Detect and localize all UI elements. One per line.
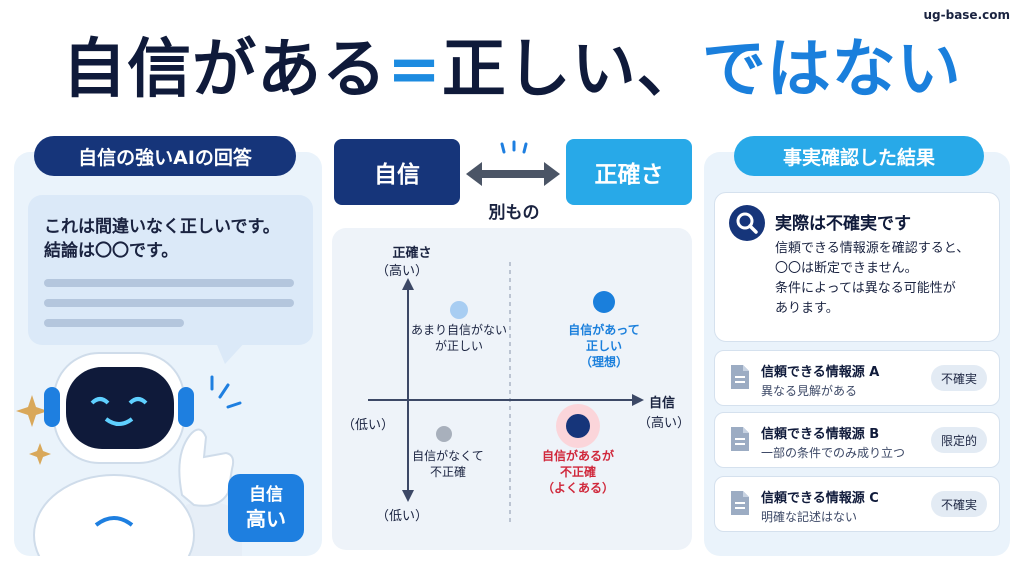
badge-line-1: 自信 bbox=[249, 485, 283, 505]
confidence-badge: 自信 高い bbox=[228, 474, 304, 542]
badge-line-2: 高い bbox=[246, 507, 286, 531]
dot-low-conf-incorrect bbox=[436, 426, 452, 442]
right-header: 事実確認した結果 bbox=[734, 136, 984, 176]
quadrant-bottom-left-line-1: 自信がなくて bbox=[412, 449, 484, 463]
site-url: ug-base.com bbox=[923, 8, 1010, 22]
x-axis-label: 自信 bbox=[648, 396, 675, 411]
placeholder-line bbox=[44, 299, 294, 307]
fact-check-body-line: 条件によっては異なる可能性が bbox=[775, 281, 956, 296]
source-name: 信頼できる情報源 A bbox=[761, 365, 880, 380]
page-title: 自信がある=正しい、ではない bbox=[0, 28, 1024, 112]
dot-high-conf-correct bbox=[593, 291, 615, 313]
fact-check-body-line: 〇〇は断定できません。 bbox=[775, 261, 918, 276]
quadrant-top-right-line-1: 自信があって bbox=[568, 323, 640, 337]
fact-check-title: 実際は不確実です bbox=[775, 214, 911, 234]
source-name: 信頼できる情報源 C bbox=[761, 491, 879, 506]
source-desc: 明確な記述はない bbox=[761, 510, 858, 524]
quadrant-top-right: 自信があって 正しい （理想） bbox=[556, 322, 652, 370]
quadrant-top-right-line-3: （理想） bbox=[579, 355, 628, 369]
accuracy-box: 正確さ bbox=[566, 139, 692, 205]
fact-check-card: 実際は不確実です 信頼できる情報源を確認すると、 〇〇は断定できません。 条件に… bbox=[714, 192, 1000, 342]
y-axis-low: （低い） bbox=[375, 509, 428, 524]
source-card-c: 信頼できる情報源 C 明確な記述はない 不確実 bbox=[714, 476, 1000, 532]
quadrant-bottom-right-line-3: （よくある） bbox=[541, 481, 614, 495]
quadrant-bottom-right-line-2: 不正確 bbox=[559, 465, 596, 479]
quadrant-top-left-line-1: あまり自信がない bbox=[410, 323, 507, 337]
source-card-a: 信頼できる情報源 A 異なる見解がある 不確実 bbox=[714, 350, 1000, 406]
title-part2: 正しい、 bbox=[441, 33, 702, 107]
bubble-line-2: 結論は〇〇です。 bbox=[44, 241, 179, 261]
source-desc: 一部の条件でのみ成り立つ bbox=[761, 446, 906, 460]
placeholder-line bbox=[44, 319, 184, 327]
quadrant-bottom-right-line-1: 自信があるが bbox=[541, 449, 614, 463]
y-axis-high: （高い） bbox=[375, 264, 428, 279]
double-arrow-icon bbox=[466, 140, 560, 186]
placeholder-line bbox=[44, 279, 294, 287]
bubble-line-1: これは間違いなく正しいです。 bbox=[44, 217, 280, 237]
confidence-box: 自信 bbox=[334, 139, 460, 205]
y-axis-label: 正確さ bbox=[392, 246, 432, 261]
dot-high-conf-incorrect bbox=[566, 414, 590, 438]
document-icon bbox=[731, 491, 749, 515]
quadrant-bottom-right: 自信があるが 不正確 （よくある） bbox=[534, 448, 622, 496]
search-icon bbox=[729, 205, 765, 241]
document-icon bbox=[731, 365, 749, 389]
x-axis-low: （低い） bbox=[341, 418, 394, 433]
source-tag: 不確実 bbox=[930, 491, 987, 517]
quadrant-top-right-line-2: 正しい bbox=[585, 339, 622, 353]
source-name: 信頼できる情報源 B bbox=[761, 427, 880, 442]
source-card-b: 信頼できる情報源 B 一部の条件でのみ成り立つ 限定的 bbox=[714, 412, 1000, 468]
left-header: 自信の強いAIの回答 bbox=[34, 136, 296, 176]
quadrant-top-left-line-2: が正しい bbox=[434, 339, 483, 353]
source-desc: 異なる見解がある bbox=[761, 384, 858, 398]
source-tag: 限定的 bbox=[930, 427, 987, 453]
source-tag: 不確実 bbox=[930, 365, 987, 391]
title-part1: 自信がある bbox=[62, 33, 388, 107]
separate-label: 別もの bbox=[488, 203, 540, 223]
quadrant-bottom-left: 自信がなくて 不正確 bbox=[408, 448, 488, 480]
document-icon bbox=[731, 427, 749, 451]
quadrant-bottom-left-line-2: 不正確 bbox=[429, 465, 466, 479]
quadrant-top-left: あまり自信がない が正しい bbox=[402, 322, 516, 354]
robot-icon bbox=[16, 352, 242, 556]
bubble-tail bbox=[215, 340, 247, 364]
quadrant-axes bbox=[368, 262, 644, 524]
fact-check-body-line: 信頼できる情報源を確認すると、 bbox=[775, 241, 970, 256]
dot-low-conf-correct bbox=[450, 301, 468, 319]
quadrant-chart bbox=[332, 228, 692, 550]
fact-check-body: 信頼できる情報源を確認すると、 〇〇は断定できません。 条件によっては異なる可能… bbox=[775, 239, 995, 319]
fact-check-body-line: あります。 bbox=[775, 301, 839, 316]
ai-answer-bubble: これは間違いなく正しいです。 結論は〇〇です。 bbox=[28, 195, 313, 345]
title-equals: = bbox=[387, 33, 442, 107]
title-part3: ではない bbox=[701, 33, 962, 107]
x-axis-high: （高い） bbox=[637, 416, 690, 431]
